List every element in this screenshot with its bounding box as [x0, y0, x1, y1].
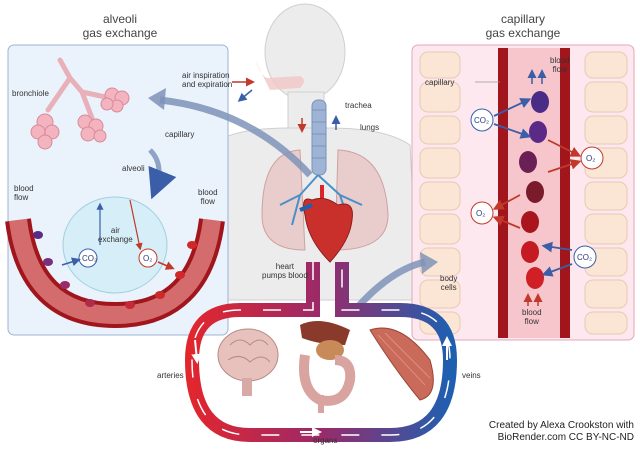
air-exchange-line1: air: [110, 226, 120, 235]
blood-flow-left-line1: blood: [14, 184, 34, 193]
heart-line2: pumps blood: [262, 271, 308, 280]
co2-right-bottom: CO₂: [577, 253, 592, 262]
body-cells-line2: cells: [440, 283, 457, 292]
capillary-title-line2: gas exchange: [485, 26, 561, 40]
air-exchange-line2: exchange: [98, 235, 133, 244]
credit-line2: BioRender.com CC BY-NC-ND: [497, 432, 634, 443]
label-blood-flow-right: blood flow: [198, 188, 218, 206]
trachea: [311, 99, 327, 176]
label-cap-blood-flow-top: blood flow: [550, 56, 570, 74]
red-blood-cells-right: [519, 91, 549, 289]
label-body-cells: body cells: [440, 274, 457, 292]
circulation-loop: [184, 262, 458, 442]
digestive-organs: [299, 321, 356, 413]
air-inspiration-line1: air inspiration: [182, 71, 230, 80]
organs-illustration: [217, 321, 434, 413]
co2-right-top: CO₂: [474, 116, 489, 125]
capillary-title: capillary gas exchange: [468, 12, 578, 40]
body-cells-line1: body: [440, 274, 458, 283]
label-bronchiole: bronchiole: [12, 89, 49, 98]
label-lungs: lungs: [360, 123, 380, 132]
alveoli-title: alveoli gas exchange: [70, 12, 170, 40]
label-veins: veins: [462, 371, 481, 380]
blood-flow-right-line2: flow: [200, 197, 215, 206]
blood-flow-right-line1: blood: [198, 188, 218, 197]
label-capillary-left: capillary: [165, 130, 195, 139]
muscle: [369, 327, 434, 401]
label-capillary-right: capillary: [425, 78, 455, 87]
label-trachea: trachea: [345, 101, 372, 110]
capillary-panel: [411, 44, 635, 341]
cap-blood-flow-bottom-line2: flow: [524, 317, 539, 326]
o2-right-right: O₂: [586, 154, 595, 163]
heart-line1: heart: [275, 262, 295, 271]
label-air-inspiration: air inspiration and expiration: [182, 71, 232, 89]
co2-left: CO₂: [82, 254, 97, 263]
heart: [299, 185, 353, 263]
cap-blood-flow-top-line1: blood: [550, 56, 570, 65]
label-alveoli: alveoli: [122, 164, 145, 173]
red-blood-cells-left: [33, 231, 197, 309]
alveoli-panel: [5, 44, 229, 336]
label-arteries: arteries: [157, 371, 184, 380]
credit-text: Created by Alexa Crookston with BioRende…: [489, 420, 634, 444]
cap-blood-flow-bottom-line1: blood: [522, 308, 542, 317]
credit-line1: Created by Alexa Crookston with: [488, 420, 634, 431]
label-blood-flow-left: blood flow: [14, 184, 34, 202]
label-air-exchange: air exchange: [98, 226, 133, 244]
cap-blood-flow-top-line2: flow: [552, 65, 567, 74]
label-cap-blood-flow-bottom: blood flow: [522, 308, 542, 326]
blood-flow-left-line2: flow: [14, 193, 29, 202]
pointer-arrows: [148, 88, 438, 313]
o2-right-left: O₂: [476, 209, 485, 218]
alveoli-title-line1: alveoli: [102, 12, 138, 26]
air-arrows: [232, 77, 341, 133]
o2-left: O₂: [143, 254, 152, 263]
capillary-title-line1: capillary: [500, 12, 545, 26]
air-inspiration-line2: and expiration: [182, 80, 233, 89]
brain: [217, 328, 279, 396]
label-heart: heart pumps blood: [262, 262, 308, 280]
label-organs: organs: [313, 436, 338, 445]
alveoli-title-line2: gas exchange: [82, 26, 158, 40]
